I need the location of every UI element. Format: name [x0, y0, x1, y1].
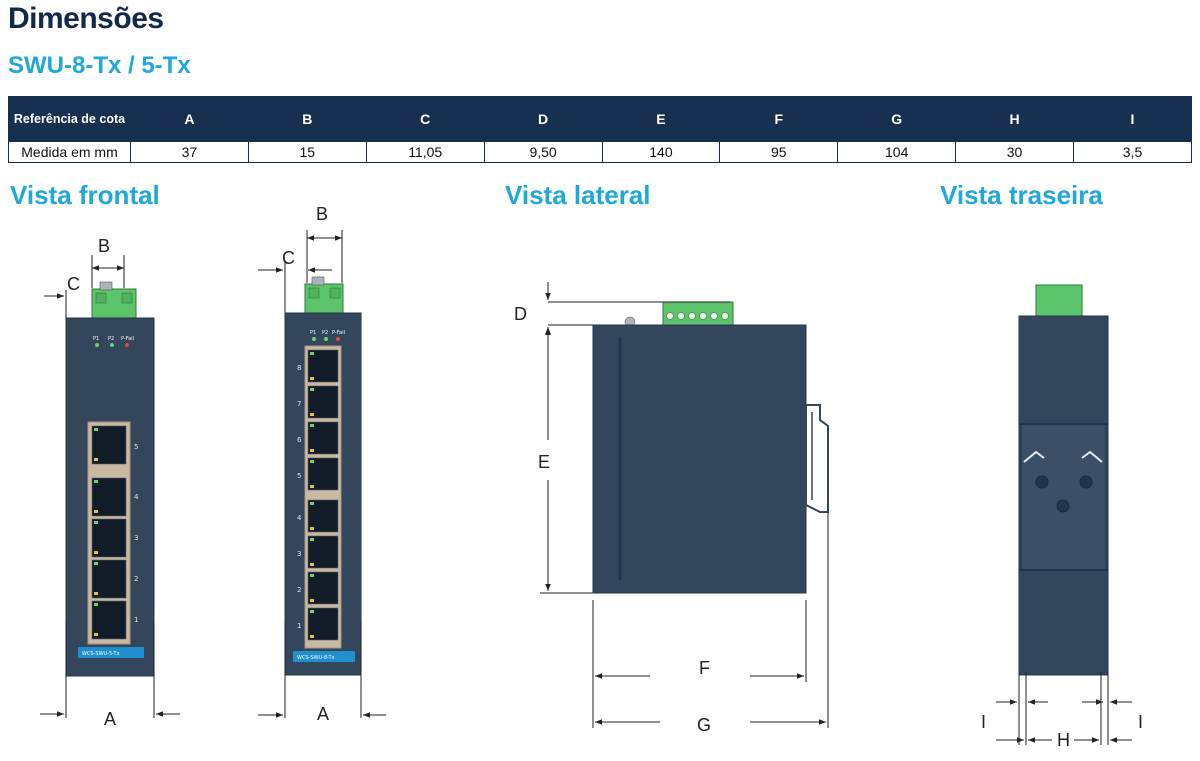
dim-label-b: B: [98, 236, 110, 256]
dim-label-h: H: [1057, 730, 1070, 750]
dim-label-b: B: [316, 204, 328, 224]
dim-label-c: C: [282, 248, 295, 268]
front-view-title: Vista frontal: [10, 180, 160, 210]
led-label-p2: P2: [108, 336, 114, 342]
front-device-5-port: P1 P2 P-Fail 5 4 3 2 1 WCS-SWU-5-Tx: [65, 281, 155, 677]
front-5-port-dimensions: [40, 255, 180, 718]
table-cell-c: 11,05: [365, 141, 485, 163]
led-label-pfail: P-Fail: [121, 336, 134, 342]
dim-label-i: I: [981, 712, 986, 732]
dimensions-table: Referência de cota A B C D E F G H I Med…: [8, 96, 1192, 163]
table-cell-b: 15: [247, 141, 367, 163]
table-cell-h: 30: [955, 141, 1074, 163]
dim-label-a: A: [317, 704, 329, 724]
page-title: Dimensões: [8, 2, 164, 35]
side-dimensions: [540, 282, 829, 728]
table-header-g: G: [837, 96, 957, 142]
front-device-8-port: P1 P2 P-Fail 8 7 6 5 4: [284, 276, 362, 676]
port-number: 5: [297, 472, 301, 480]
port-number: 2: [134, 575, 138, 583]
port-number: 8: [297, 364, 301, 372]
port-number: 4: [297, 514, 302, 522]
table-cell-d: 9,50: [483, 141, 603, 163]
table-header-reference: Referência de cota: [8, 96, 131, 142]
rear-dimensions: [996, 672, 1132, 745]
led-label-pfail: P-Fail: [332, 330, 345, 336]
table-cell-f: 95: [719, 141, 839, 163]
table-cell-a: 37: [130, 141, 249, 163]
table-cell-e: 140: [601, 141, 721, 163]
port-number: 3: [297, 550, 301, 558]
table-header-c: C: [365, 96, 485, 142]
table-header-f: F: [719, 96, 839, 142]
table-row: Medida em mm 37 15 11,05 9,50 140 95 104…: [8, 141, 1192, 163]
table-header-b: B: [247, 96, 367, 142]
table-cell-g: 104: [837, 141, 957, 163]
port-number: 7: [297, 400, 301, 408]
led-label-p1: P1: [310, 330, 316, 336]
port-number: 3: [134, 534, 138, 542]
led-label-p2: P2: [322, 330, 328, 336]
dim-label-a: A: [104, 709, 116, 729]
dim-label-e: E: [538, 452, 550, 472]
dim-label-c: C: [67, 274, 80, 294]
dim-label-f: F: [699, 658, 710, 678]
table-header-e: E: [601, 96, 721, 142]
table-header-row: Referência de cota A B C D E F G H I: [8, 96, 1192, 142]
table-header-d: D: [483, 96, 603, 142]
rear-device: [1018, 284, 1109, 676]
port-number: 1: [134, 616, 138, 624]
port-number: 2: [297, 586, 301, 594]
dim-label-d: D: [514, 304, 527, 324]
front-8-port-dimensions: [258, 230, 386, 718]
port-number: 6: [297, 436, 302, 444]
table-header-i: I: [1073, 96, 1192, 142]
dim-label-g: G: [697, 715, 711, 735]
table-row-label: Medida em mm: [8, 141, 131, 163]
rear-view-title: Vista traseira: [940, 180, 1103, 210]
side-device: [592, 301, 829, 594]
table-cell-i: 3,5: [1073, 141, 1192, 163]
port-number: 1: [297, 622, 301, 630]
port-number: 4: [134, 493, 139, 501]
product-subtitle: SWU-8-Tx / 5-Tx: [8, 52, 191, 79]
table-header-a: A: [130, 96, 249, 142]
led-label-p1: P1: [93, 336, 99, 342]
port-number: 5: [134, 443, 138, 451]
model-label: WCS-SWU-5-Tx: [82, 651, 120, 657]
model-label: WCS-SWU-8-Tx: [297, 655, 335, 661]
dim-label-i: I: [1138, 712, 1143, 732]
side-view-title: Vista lateral: [505, 180, 651, 210]
